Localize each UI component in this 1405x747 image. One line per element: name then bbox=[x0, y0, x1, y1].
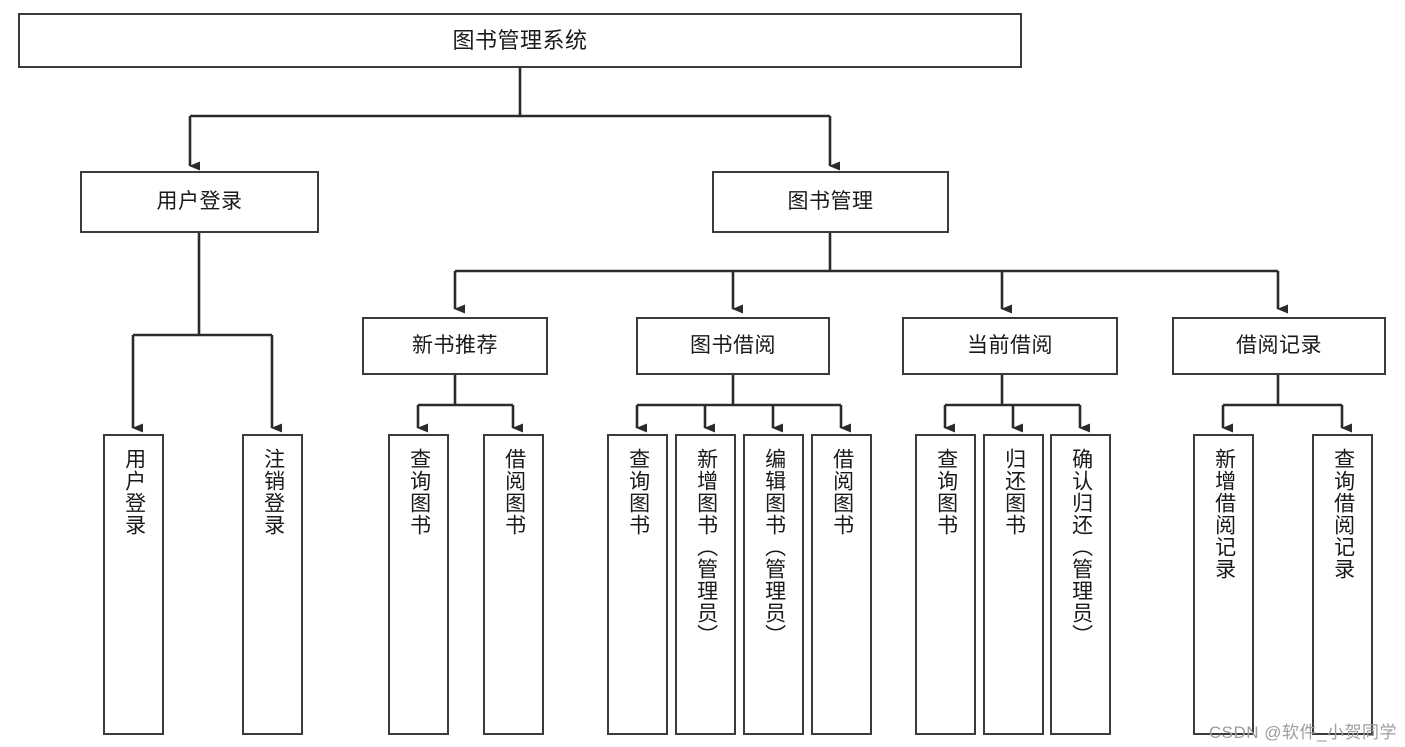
leaf-book-borrow-query-label: 查询图书 bbox=[626, 448, 650, 536]
leaf-current-borrow-query[interactable]: 查询图书 bbox=[915, 434, 976, 735]
leaf-book-borrow-borrow-label: 借阅图书 bbox=[830, 448, 854, 536]
leaf-user-login-login-label: 用户登录 bbox=[122, 448, 146, 536]
leaf-borrow-record-query-label: 查询借阅记录 bbox=[1331, 448, 1355, 580]
leaf-book-borrow-borrow[interactable]: 借阅图书 bbox=[811, 434, 872, 735]
leaf-current-borrow-query-label: 查询图书 bbox=[934, 448, 958, 536]
leaf-book-borrow-edit[interactable]: 编辑图书（管理员） bbox=[743, 434, 804, 735]
csdn-watermark: CSDN @软件_小贺同学 bbox=[1208, 723, 1397, 742]
leaf-new-book-borrow-label: 借阅图书 bbox=[502, 448, 526, 536]
node-root-system[interactable]: 图书管理系统 bbox=[18, 13, 1022, 68]
leaf-new-book-query-label: 查询图书 bbox=[407, 448, 431, 536]
leaf-user-login-logout-label: 注销登录 bbox=[261, 448, 285, 536]
node-user-login[interactable]: 用户登录 bbox=[80, 171, 319, 233]
leaf-new-book-borrow[interactable]: 借阅图书 bbox=[483, 434, 544, 735]
node-borrow-record-label: 借阅记录 bbox=[1236, 333, 1322, 357]
node-user-login-label: 用户登录 bbox=[156, 189, 243, 213]
leaf-book-borrow-add-label: 新增图书（管理员） bbox=[694, 448, 718, 646]
leaf-current-borrow-confirm-return[interactable]: 确认归还（管理员） bbox=[1050, 434, 1111, 735]
leaf-user-login-login[interactable]: 用户登录 bbox=[103, 434, 164, 735]
node-borrow-record[interactable]: 借阅记录 bbox=[1172, 317, 1386, 375]
leaf-borrow-record-query[interactable]: 查询借阅记录 bbox=[1312, 434, 1373, 735]
leaf-book-borrow-add[interactable]: 新增图书（管理员） bbox=[675, 434, 736, 735]
node-book-borrow-label: 图书借阅 bbox=[690, 333, 776, 357]
leaf-current-borrow-return-label: 归还图书 bbox=[1002, 448, 1026, 536]
node-new-book-recommend[interactable]: 新书推荐 bbox=[362, 317, 548, 375]
leaf-borrow-record-add[interactable]: 新增借阅记录 bbox=[1193, 434, 1254, 735]
leaf-book-borrow-query[interactable]: 查询图书 bbox=[607, 434, 668, 735]
node-book-manage[interactable]: 图书管理 bbox=[712, 171, 949, 233]
leaf-user-login-logout[interactable]: 注销登录 bbox=[242, 434, 303, 735]
node-current-borrow-label: 当前借阅 bbox=[967, 333, 1053, 357]
leaf-current-borrow-return[interactable]: 归还图书 bbox=[983, 434, 1044, 735]
leaf-borrow-record-add-label: 新增借阅记录 bbox=[1212, 448, 1236, 580]
leaf-current-borrow-confirm-return-label: 确认归还（管理员） bbox=[1069, 448, 1093, 646]
leaf-new-book-query[interactable]: 查询图书 bbox=[388, 434, 449, 735]
node-new-book-recommend-label: 新书推荐 bbox=[412, 333, 498, 357]
node-root-system-label: 图书管理系统 bbox=[452, 27, 588, 53]
leaf-book-borrow-edit-label: 编辑图书（管理员） bbox=[762, 448, 786, 646]
node-book-borrow[interactable]: 图书借阅 bbox=[636, 317, 830, 375]
node-book-manage-label: 图书管理 bbox=[787, 189, 874, 213]
node-current-borrow[interactable]: 当前借阅 bbox=[902, 317, 1118, 375]
